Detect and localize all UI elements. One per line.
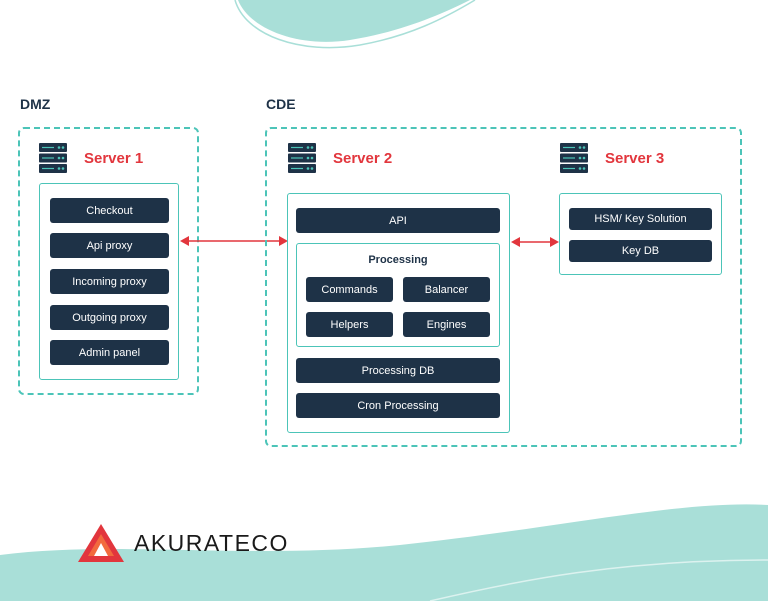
server3-item-hsm: HSM/ Key Solution — [569, 208, 712, 230]
top-wave — [238, 0, 470, 42]
server3-header: Server 3 — [559, 142, 664, 174]
processing-item-helpers: Helpers — [306, 312, 393, 337]
server2-item-processing-db: Processing DB — [296, 358, 500, 383]
server1-item-checkout: Checkout — [50, 198, 169, 223]
server1-item-admin-panel: Admin panel — [50, 340, 169, 365]
server3-item-key-db: Key DB — [569, 240, 712, 262]
server3-title: Server 3 — [605, 149, 665, 167]
server2-title: Server 2 — [333, 149, 393, 167]
processing-item-balancer: Balancer — [403, 277, 490, 302]
bottom-wave — [0, 504, 768, 601]
server1-item-incoming-proxy: Incoming proxy — [50, 269, 169, 294]
connection-arrow-s2-s3 — [511, 237, 559, 247]
server1-header: Server 1 — [38, 142, 143, 174]
server2-item-cron-processing: Cron Processing — [296, 393, 500, 418]
akurateco-logo: AKURATECO — [78, 524, 289, 562]
server-icon — [288, 143, 316, 173]
processing-item-engines: Engines — [403, 312, 490, 337]
cde-zone — [265, 127, 742, 447]
server-icon — [560, 143, 588, 173]
processing-title: Processing — [368, 254, 428, 266]
logo-mark-icon — [78, 524, 124, 562]
top-wave-outline — [234, 0, 476, 49]
server3-panel — [559, 193, 722, 275]
cde-title: CDE — [266, 96, 296, 112]
server1-item-api-proxy: Api proxy — [50, 233, 169, 258]
dmz-title: DMZ — [20, 96, 51, 112]
server2-header: Server 2 — [287, 142, 392, 174]
server2-item-api: API — [296, 208, 500, 233]
server1-title: Server 1 — [84, 149, 144, 167]
dmz-zone — [18, 127, 199, 395]
server1-item-outgoing-proxy: Outgoing proxy — [50, 305, 169, 330]
logo-text: AKURATECO — [134, 529, 289, 556]
server-icon — [39, 143, 67, 173]
processing-item-commands: Commands — [306, 277, 393, 302]
bottom-wave-line — [429, 559, 768, 601]
